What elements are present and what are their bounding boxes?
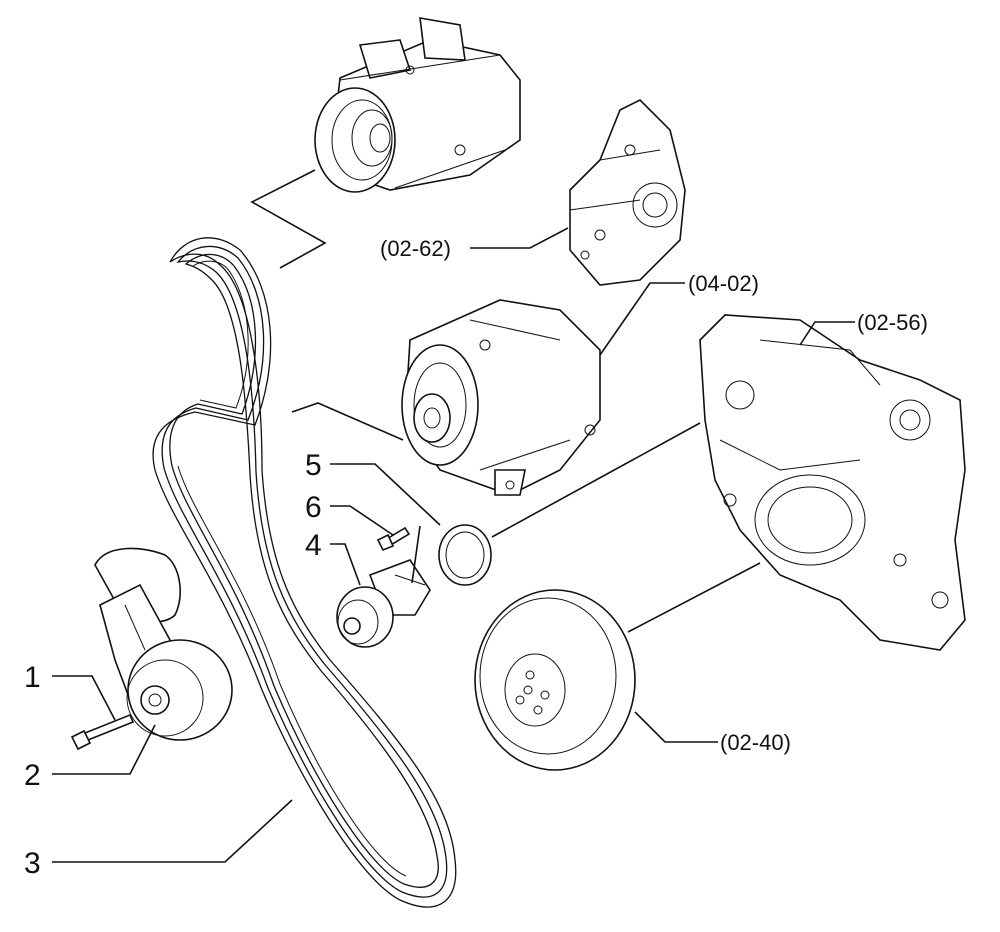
callout-5: 5 bbox=[305, 449, 322, 482]
alternator-leader-line bbox=[291, 402, 404, 441]
callout-3: 3 bbox=[24, 847, 41, 880]
ac-compressor bbox=[314, 17, 521, 193]
idler-pulley bbox=[336, 559, 431, 648]
callout-6-leader bbox=[330, 505, 394, 536]
idler-bolt bbox=[376, 526, 411, 552]
callout-1-leader bbox=[52, 675, 116, 721]
callout-6: 6 bbox=[305, 491, 322, 524]
cover-leader-line bbox=[491, 422, 701, 538]
belt-tensioner-assembly bbox=[94, 547, 233, 741]
ref-02-40: (02-40) bbox=[720, 730, 791, 755]
callout-3-leader bbox=[52, 799, 293, 863]
callout-5-leader bbox=[330, 463, 441, 526]
ref-02-40-leader bbox=[634, 711, 718, 743]
crankshaft-damper bbox=[474, 589, 636, 771]
ref-04-02-leader bbox=[599, 282, 685, 356]
mounting-bracket bbox=[569, 99, 686, 286]
damper-leader-line bbox=[627, 562, 761, 633]
timing-cover bbox=[699, 314, 966, 651]
tensioner-bolt bbox=[70, 713, 135, 751]
callout-4-leader bbox=[330, 543, 361, 586]
callout-2: 2 bbox=[24, 759, 41, 792]
seal-ring bbox=[438, 524, 492, 586]
callout-6-ring-leader bbox=[411, 525, 421, 584]
compressor-leader-line bbox=[250, 169, 327, 269]
ref-04-02: (04-02) bbox=[688, 271, 759, 296]
callout-2-leader bbox=[52, 724, 156, 775]
ref-02-62-leader bbox=[470, 227, 569, 249]
ref-02-62: (02-62) bbox=[380, 236, 451, 261]
serpentine-belt bbox=[152, 237, 457, 908]
alternator bbox=[401, 299, 601, 496]
callout-1: 1 bbox=[24, 661, 41, 694]
callout-4: 4 bbox=[305, 529, 322, 562]
ref-02-56-leader bbox=[799, 321, 855, 346]
ref-02-56: (02-56) bbox=[857, 310, 928, 335]
